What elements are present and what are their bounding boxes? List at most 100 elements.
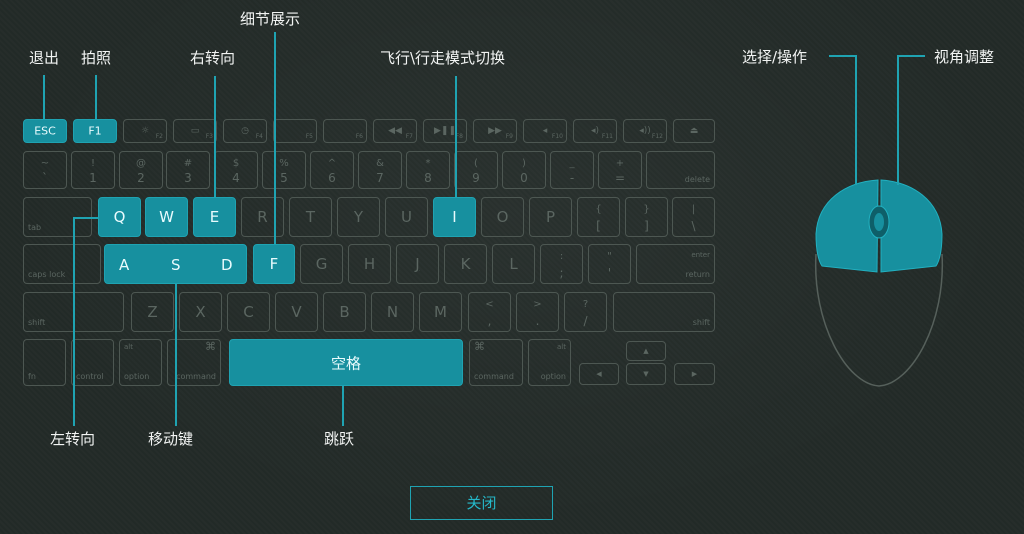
- key-8: *8: [406, 151, 450, 189]
- key-top-label: ?: [582, 299, 589, 310]
- key-0: )0: [502, 151, 546, 189]
- key-bottom-label: ;: [559, 266, 564, 280]
- label-turn-left: 左转向: [50, 430, 96, 448]
- period-key: >.: [516, 292, 559, 332]
- shift-key-label: shift: [28, 318, 46, 327]
- key-7: &7: [358, 151, 402, 189]
- label-move-keys: 移动键: [148, 430, 194, 448]
- arrow-up-key: ▲: [626, 341, 666, 361]
- f5-key-label: F5: [305, 133, 313, 140]
- q-key-label: Q: [113, 208, 126, 226]
- label-exit: 退出: [29, 49, 60, 67]
- key-bottom-label: /: [583, 314, 588, 328]
- i-key: I: [433, 197, 476, 237]
- key-top-label: *: [425, 158, 431, 169]
- key-2: @2: [119, 151, 163, 189]
- key-top-label: #: [183, 158, 193, 169]
- key-bottom-label: 5: [280, 171, 288, 185]
- f9-key-label: F9: [505, 133, 513, 140]
- key-6: ^6: [310, 151, 354, 189]
- rewind-icon: ◀◀: [388, 126, 402, 136]
- enter-key-label: enter: [691, 251, 710, 259]
- command-key-label: command: [176, 372, 216, 381]
- eject-key: ⏏: [673, 119, 715, 143]
- option-key-label: option: [124, 372, 150, 381]
- delete-key: delete: [646, 151, 715, 189]
- key-5: %5: [262, 151, 306, 189]
- key-top-label: >: [533, 299, 542, 310]
- control-key: control: [71, 339, 114, 386]
- arrow-down-key: ▼: [626, 363, 666, 385]
- key-bottom-label: .: [535, 314, 540, 328]
- label-fly-walk: 飞行\行走模式切换: [380, 49, 506, 67]
- key-top-label: (: [474, 158, 478, 169]
- u-key-label: U: [401, 208, 412, 226]
- f10-key: ◂F10: [523, 119, 567, 143]
- f-key-label: F: [269, 255, 279, 273]
- return-key-label: return: [685, 270, 710, 279]
- w-key-label: W: [159, 208, 174, 226]
- f6-key: F6: [323, 119, 367, 143]
- key-top-label: $: [232, 158, 240, 169]
- key-bottom-label: ]: [644, 219, 649, 233]
- g-key: G: [300, 244, 343, 284]
- mouse-left-button: [815, 179, 879, 273]
- f2-key-label: F2: [155, 133, 163, 140]
- key-bottom-label: 8: [424, 171, 432, 185]
- mission-control-icon: ▭: [190, 126, 200, 136]
- h-key: H: [348, 244, 391, 284]
- volume-down-icon: ◂): [590, 126, 600, 136]
- n-key-label: N: [386, 303, 399, 321]
- mouse-body: [814, 253, 944, 387]
- right-command-key: ⌘ command: [469, 339, 523, 386]
- space-key-label: 空格: [330, 354, 361, 372]
- h-key-label: H: [363, 255, 376, 273]
- t-key-label: T: [305, 208, 316, 226]
- z-key: Z: [131, 292, 174, 332]
- alt-key-label: alt: [557, 343, 566, 351]
- command-icon: ⌘: [474, 340, 485, 353]
- control-key-label: control: [76, 372, 104, 381]
- b-key: B: [323, 292, 366, 332]
- f12-key: ◂))F12: [623, 119, 667, 143]
- key-top-label: &: [376, 158, 384, 169]
- f12-key-label: F12: [651, 133, 663, 140]
- v-key-label: V: [291, 303, 302, 321]
- p-key: P: [529, 197, 572, 237]
- command-key-label: command: [474, 372, 514, 381]
- arrow-right-icon: ▶: [691, 370, 698, 378]
- o-key-label: O: [496, 208, 509, 226]
- f4-key: ◷F4: [223, 119, 267, 143]
- s-key-label: S: [171, 256, 181, 274]
- key-top-label: <: [485, 299, 494, 310]
- key-bottom-label: \: [691, 219, 696, 233]
- key-top-label: ): [522, 158, 526, 169]
- f3-key-label: F3: [205, 133, 213, 140]
- fn-key-label: fn: [28, 372, 36, 381]
- key-bottom-label: 6: [328, 171, 336, 185]
- key-bottom-label: 2: [137, 171, 145, 185]
- left-command-key: ⌘command: [167, 339, 221, 386]
- label-detail: 细节展示: [240, 10, 301, 28]
- f10-key-label: F10: [551, 133, 563, 140]
- key-top-label: %: [279, 158, 289, 169]
- play-pause-icon: ▶❚❚: [433, 126, 456, 136]
- key-top-label: ^: [327, 158, 337, 169]
- delete-key-label: delete: [684, 175, 710, 184]
- j-key-label: J: [415, 255, 420, 273]
- l-key-label: L: [509, 255, 518, 273]
- k-key-label: K: [460, 255, 471, 273]
- f8-key: ▶❚❚F8: [423, 119, 467, 143]
- f11-key-label: F11: [601, 133, 613, 140]
- key-top-label: |: [691, 204, 696, 215]
- right-bracket-key: }]: [625, 197, 668, 237]
- r-key-label: R: [257, 208, 268, 226]
- i-key-label: I: [452, 208, 457, 226]
- close-button[interactable]: 关闭: [410, 486, 553, 520]
- label-turn-right: 右转向: [190, 49, 236, 67]
- quote-key: "': [588, 244, 631, 284]
- j-key: J: [396, 244, 439, 284]
